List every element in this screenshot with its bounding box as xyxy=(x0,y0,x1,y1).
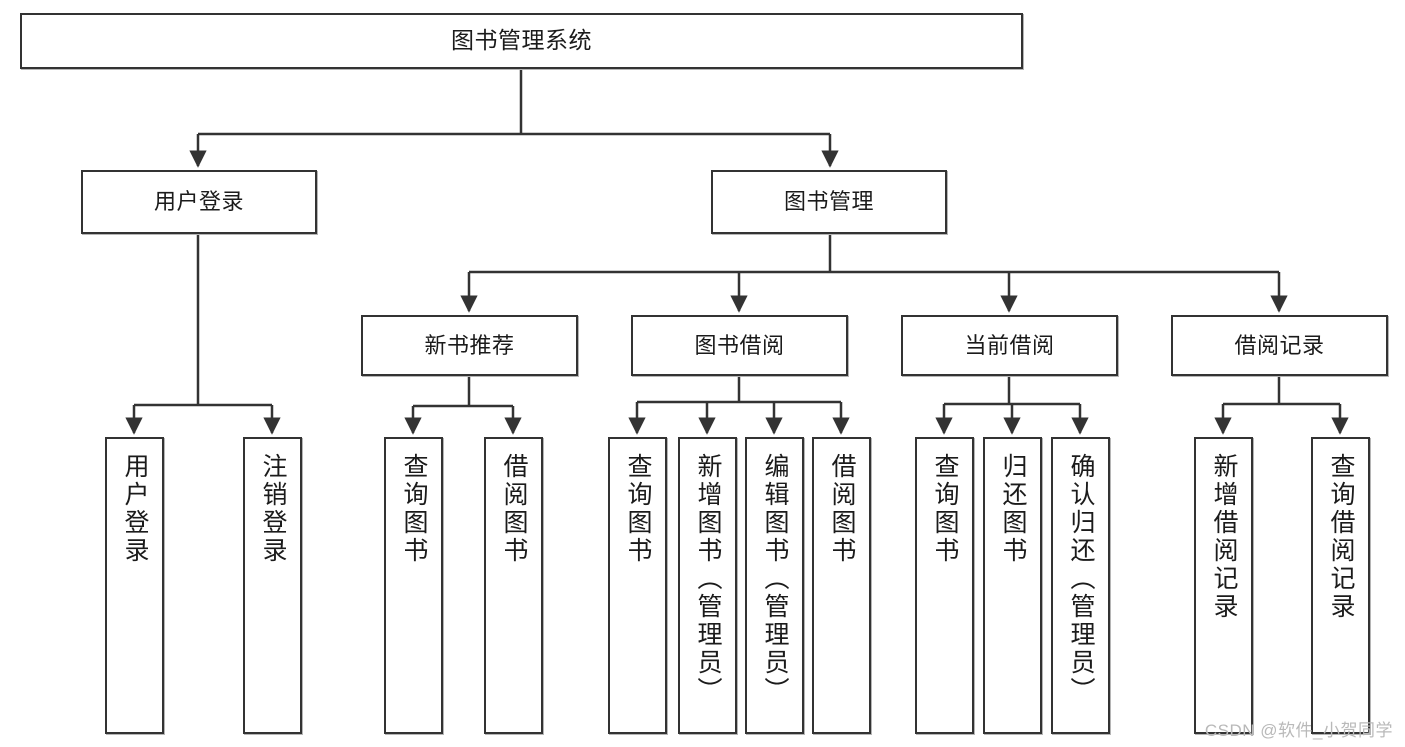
node-leaf-logout[interactable]: 注销登录 xyxy=(243,437,302,734)
node-leaf-query-book-2[interactable]: 查询图书 xyxy=(608,437,667,734)
node-leaf-query-book-3-label: 查询图书 xyxy=(931,453,959,565)
node-book-borrow-label: 图书借阅 xyxy=(694,332,785,358)
node-leaf-confirm-return-label: 确认归还（管理员） xyxy=(1067,453,1095,705)
node-book-manage[interactable]: 图书管理 xyxy=(711,170,947,234)
node-user-login-label: 用户登录 xyxy=(153,189,244,215)
node-book-borrow[interactable]: 图书借阅 xyxy=(631,315,848,376)
node-leaf-query-book-1-label: 查询图书 xyxy=(400,453,428,565)
node-leaf-borrow-book-1-label: 借阅图书 xyxy=(500,453,528,565)
node-user-login[interactable]: 用户登录 xyxy=(81,170,317,234)
node-leaf-user-login-label: 用户登录 xyxy=(121,453,149,565)
node-leaf-borrow-book-2-label: 借阅图书 xyxy=(828,453,856,565)
node-root[interactable]: 图书管理系统 xyxy=(20,13,1023,69)
node-leaf-query-book-3[interactable]: 查询图书 xyxy=(915,437,974,734)
node-leaf-edit-book-label: 编辑图书（管理员） xyxy=(761,453,789,705)
node-book-manage-label: 图书管理 xyxy=(783,189,874,215)
node-leaf-logout-label: 注销登录 xyxy=(259,453,287,565)
node-borrow-record[interactable]: 借阅记录 xyxy=(1171,315,1388,376)
node-leaf-add-record-label: 新增借阅记录 xyxy=(1210,453,1238,621)
node-leaf-query-book-2-label: 查询图书 xyxy=(624,453,652,565)
node-leaf-add-book-label: 新增图书（管理员） xyxy=(694,453,722,705)
node-leaf-borrow-book-2[interactable]: 借阅图书 xyxy=(812,437,871,734)
node-leaf-borrow-book-1[interactable]: 借阅图书 xyxy=(484,437,543,734)
node-new-book-rec-label: 新书推荐 xyxy=(424,332,515,358)
node-current-borrow[interactable]: 当前借阅 xyxy=(901,315,1118,376)
node-leaf-query-record[interactable]: 查询借阅记录 xyxy=(1311,437,1370,734)
node-leaf-add-record[interactable]: 新增借阅记录 xyxy=(1194,437,1253,734)
node-leaf-add-book[interactable]: 新增图书（管理员） xyxy=(678,437,737,734)
node-leaf-return-book-label: 归还图书 xyxy=(999,453,1027,565)
node-leaf-edit-book[interactable]: 编辑图书（管理员） xyxy=(745,437,804,734)
node-leaf-confirm-return[interactable]: 确认归还（管理员） xyxy=(1051,437,1110,734)
node-leaf-query-record-label: 查询借阅记录 xyxy=(1327,453,1355,621)
node-leaf-user-login[interactable]: 用户登录 xyxy=(105,437,164,734)
node-current-borrow-label: 当前借阅 xyxy=(964,332,1055,358)
node-leaf-return-book[interactable]: 归还图书 xyxy=(983,437,1042,734)
node-leaf-query-book-1[interactable]: 查询图书 xyxy=(384,437,443,734)
node-borrow-record-label: 借阅记录 xyxy=(1234,332,1325,358)
node-new-book-rec[interactable]: 新书推荐 xyxy=(361,315,578,376)
node-root-label: 图书管理系统 xyxy=(451,27,592,54)
